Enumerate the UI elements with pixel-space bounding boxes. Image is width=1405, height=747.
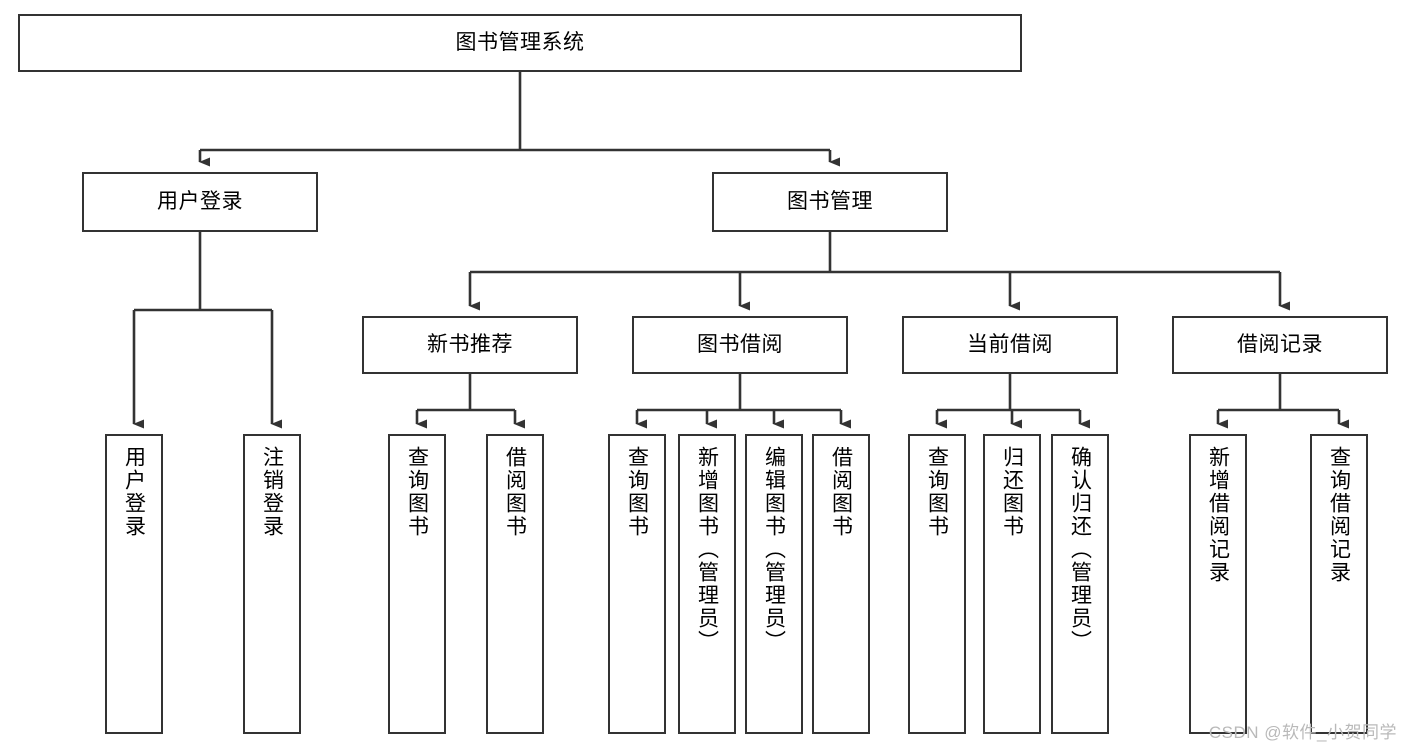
node-label: 借阅图书 bbox=[503, 446, 527, 538]
node-label: 图书管理 bbox=[787, 189, 873, 213]
node-label: 用户登录 bbox=[122, 446, 146, 538]
node-label: 归还图书 bbox=[1000, 446, 1024, 538]
node-leaf-add-book[interactable]: 新增图书（管理员） bbox=[678, 434, 736, 734]
node-leaf-user-login[interactable]: 用户登录 bbox=[105, 434, 163, 734]
node-label: 查询图书 bbox=[625, 446, 649, 538]
node-borrow-record[interactable]: 借阅记录 bbox=[1172, 316, 1388, 374]
node-current-borrow[interactable]: 当前借阅 bbox=[902, 316, 1118, 374]
node-label: 借阅图书 bbox=[829, 446, 853, 538]
node-label: 当前借阅 bbox=[967, 332, 1053, 356]
node-leaf-logout-login[interactable]: 注销登录 bbox=[243, 434, 301, 734]
node-new-book-recommend[interactable]: 新书推荐 bbox=[362, 316, 578, 374]
node-label: 新书推荐 bbox=[427, 332, 513, 356]
node-book-management[interactable]: 图书管理 bbox=[712, 172, 948, 232]
node-label: 图书借阅 bbox=[697, 332, 783, 356]
node-book-borrow[interactable]: 图书借阅 bbox=[632, 316, 848, 374]
node-leaf-borrow-book-recommend[interactable]: 借阅图书 bbox=[486, 434, 544, 734]
node-label: 查询图书 bbox=[405, 446, 429, 538]
node-label: 查询借阅记录 bbox=[1327, 446, 1351, 584]
csdn-watermark: CSDN @软件_小贺同学 bbox=[1208, 723, 1397, 742]
node-leaf-add-borrow-record[interactable]: 新增借阅记录 bbox=[1189, 434, 1247, 734]
node-label: 图书管理系统 bbox=[455, 30, 585, 54]
node-leaf-return-book[interactable]: 归还图书 bbox=[983, 434, 1041, 734]
node-user-login[interactable]: 用户登录 bbox=[82, 172, 318, 232]
node-label: 查询图书 bbox=[925, 446, 949, 538]
node-label: 新增借阅记录 bbox=[1206, 446, 1230, 584]
node-leaf-query-borrow-record[interactable]: 查询借阅记录 bbox=[1310, 434, 1368, 734]
node-leaf-query-book-recommend[interactable]: 查询图书 bbox=[388, 434, 446, 734]
node-leaf-borrow-book[interactable]: 借阅图书 bbox=[812, 434, 870, 734]
node-label: 确认归还（管理员） bbox=[1068, 446, 1092, 653]
node-label: 注销登录 bbox=[260, 446, 284, 538]
node-label: 借阅记录 bbox=[1237, 332, 1323, 356]
node-leaf-query-book-borrow[interactable]: 查询图书 bbox=[608, 434, 666, 734]
node-label: 新增图书（管理员） bbox=[695, 446, 719, 653]
node-label: 编辑图书（管理员） bbox=[762, 446, 786, 653]
node-label: 用户登录 bbox=[157, 189, 243, 213]
node-book-management-system[interactable]: 图书管理系统 bbox=[18, 14, 1022, 72]
node-leaf-query-book-current[interactable]: 查询图书 bbox=[908, 434, 966, 734]
node-leaf-edit-book[interactable]: 编辑图书（管理员） bbox=[745, 434, 803, 734]
node-leaf-confirm-return[interactable]: 确认归还（管理员） bbox=[1051, 434, 1109, 734]
